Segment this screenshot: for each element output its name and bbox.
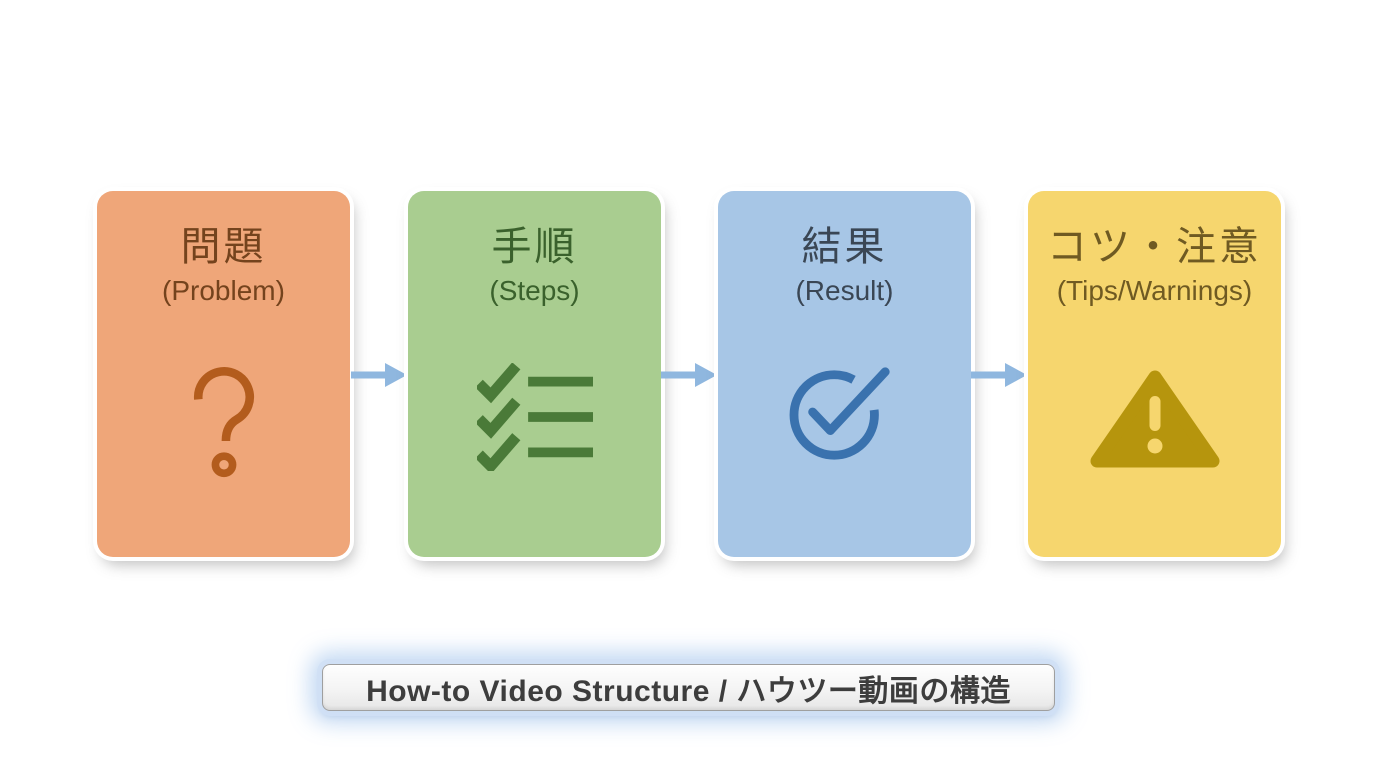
circle-check-icon: [718, 361, 971, 464]
card-result-subtitle: (Result): [795, 275, 894, 306]
card-result-title: 結果: [801, 225, 888, 269]
question-mark-icon: [97, 357, 350, 481]
arrow-right-icon: [661, 362, 717, 388]
card-problem-subtitle: (Problem): [162, 275, 285, 306]
warning-triangle-icon: [1028, 363, 1281, 475]
card-steps-title: 手順: [491, 225, 578, 269]
card-result: 結果 (Result): [718, 191, 971, 557]
arrow-right-icon: [971, 362, 1027, 388]
card-tips-warnings-title: コツ・注意: [1047, 225, 1262, 269]
card-steps-subtitle: (Steps): [489, 275, 580, 306]
card-tips-warnings-subtitle: (Tips/Warnings): [1056, 275, 1253, 306]
card-problem-title: 問題: [180, 225, 267, 269]
slide-title: How-to Video Structure / ハウツー動画の構造: [366, 674, 1011, 708]
title-banner: How-to Video Structure / ハウツー動画の構造: [322, 664, 1055, 711]
arrow-right-icon: [351, 362, 407, 388]
card-tips-warnings: コツ・注意 (Tips/Warnings): [1028, 191, 1281, 557]
checklist-icon: [408, 363, 661, 471]
card-steps: 手順 (Steps): [408, 191, 661, 557]
card-problem: 問題 (Problem): [97, 191, 350, 557]
